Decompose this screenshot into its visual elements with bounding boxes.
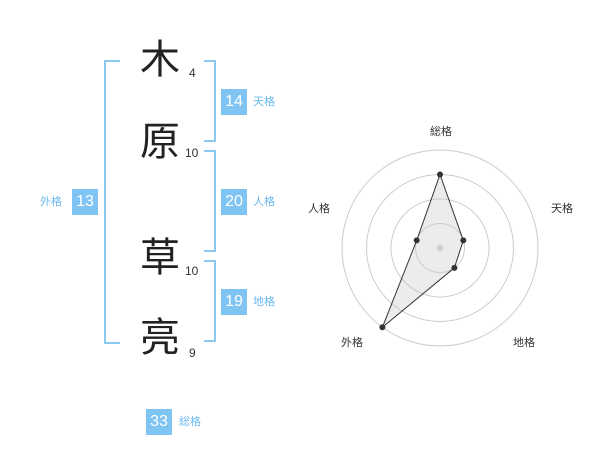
name-char-4: 亮 (140, 315, 180, 361)
jinkaku-badge: 20 (221, 189, 247, 215)
tenkaku-label: 天格 (253, 95, 275, 108)
chikaku-bracket (204, 260, 216, 342)
tenkaku-bracket (204, 60, 216, 142)
radar-ring-2 (390, 198, 490, 298)
radar-label-gaikaku: 外格 (341, 335, 363, 349)
name-char-1: 木 (140, 37, 180, 83)
radar-shape (381, 173, 464, 328)
chikaku-label: 地格 (253, 295, 275, 308)
radar-center-point (437, 245, 443, 251)
radar-ring-4 (341, 149, 539, 347)
radar-ring-1 (415, 223, 465, 273)
chikaku-badge: 19 (221, 289, 247, 315)
radar-points (379, 171, 467, 331)
soukaku-label: 総格 (179, 415, 201, 428)
radar-grid (341, 149, 539, 347)
gaikaku-label: 外格 (40, 195, 62, 208)
radar-label-soukaku: 総格 (430, 124, 452, 138)
gaikaku-bracket (104, 60, 120, 344)
radar-point-1 (460, 237, 467, 244)
radar-label-tenkaku: 天格 (551, 201, 573, 215)
gaikaku-badge: 13 (72, 189, 98, 215)
stroke-count-3: 10 (185, 264, 199, 278)
radar-point-4 (413, 237, 420, 244)
name-char-2: 原 (140, 119, 180, 165)
radar-point-2 (451, 264, 458, 271)
radar-point-0 (437, 171, 443, 178)
stroke-count-2: 10 (185, 146, 199, 160)
radar-label-chikaku: 地格 (513, 335, 535, 349)
radar-label-jinkaku: 人格 (308, 201, 330, 215)
stroke-count-4: 9 (189, 346, 196, 360)
name-char-3: 草 (140, 235, 180, 281)
tenkaku-badge: 14 (221, 89, 247, 115)
jinkaku-label: 人格 (253, 195, 275, 208)
jinkaku-bracket (204, 150, 216, 252)
soukaku-badge: 33 (146, 409, 172, 435)
radar-point-3 (379, 324, 386, 331)
stroke-count-1: 4 (189, 66, 196, 80)
